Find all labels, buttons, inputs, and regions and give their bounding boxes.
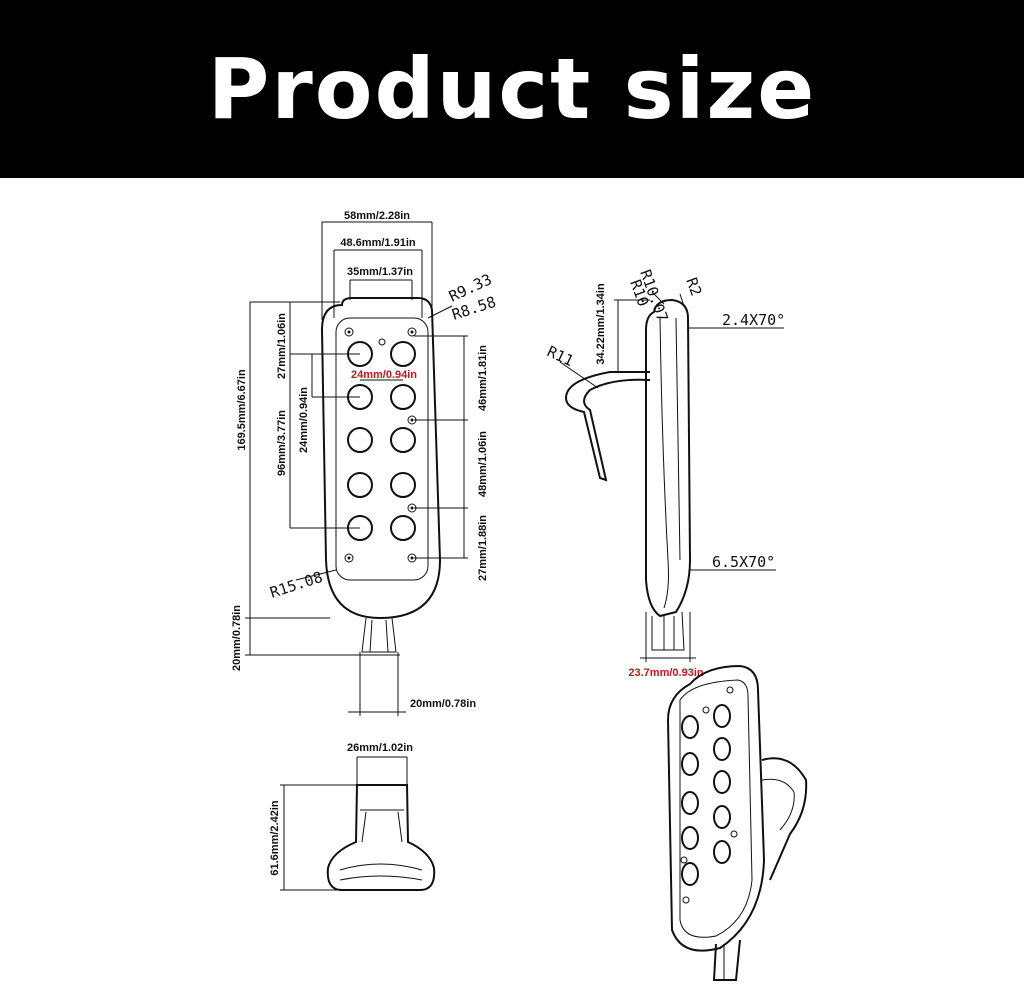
- dim-button-span: 96mm/3.77in: [276, 410, 288, 476]
- title-banner: Product size: [0, 0, 1024, 178]
- front-view: 58mm/2.28in 48.6mm/1.91in 35mm/1.37in R9…: [231, 210, 498, 716]
- button: [390, 384, 416, 410]
- dim-cable-width: 20mm/0.78in: [410, 698, 476, 710]
- dim-depth: 23.7mm/0.93in: [628, 667, 703, 679]
- dim-cable-length: 20mm/0.78in: [231, 605, 243, 671]
- perspective-view: [666, 664, 808, 981]
- radius-label-r2: R2: [682, 275, 705, 298]
- dim-bottom-height: 61.6mm/2.42in: [269, 800, 281, 875]
- radius-label-clip: R11: [544, 342, 576, 370]
- perspective-body: [666, 664, 766, 952]
- screw-holes: [344, 327, 417, 563]
- dim-overall-length: 169.5mm/6.67in: [236, 369, 248, 451]
- chamfer-bottom: 6.5X70°: [712, 553, 775, 571]
- perspective-buttons: [680, 686, 738, 904]
- button: [347, 472, 373, 498]
- button: [390, 341, 416, 367]
- dim-right-mid: 48mm/1.06in: [477, 431, 489, 497]
- dim-top-offset: 27mm/1.06in: [276, 313, 288, 379]
- button-panel: [335, 317, 429, 581]
- dim-width-inner: 48.6mm/1.91in: [340, 237, 415, 249]
- plug-outline: [326, 784, 436, 891]
- button: [347, 427, 373, 453]
- cable-stub: [361, 617, 397, 653]
- dim-button-pitch-v: 24mm/0.94in: [298, 387, 310, 453]
- radius-label-bottom: R15.08: [268, 568, 325, 602]
- remote-body-outline: [320, 297, 442, 620]
- dim-button-pitch-h: 24mm/0.94in: [351, 369, 417, 381]
- clip-outline: [564, 371, 651, 482]
- bottom-view: 26mm/1.02in 61.6mm/2.42in: [269, 742, 436, 891]
- side-view: R11 R10.07 R10 R2 34.22mm/1.34in 2.4X70°…: [544, 267, 785, 679]
- button: [390, 515, 416, 541]
- button: [390, 427, 416, 453]
- buttons-grid: [347, 341, 416, 541]
- dim-right-bottom: 27mm/1.88in: [477, 515, 489, 581]
- chamfer-top: 2.4X70°: [722, 311, 785, 329]
- technical-drawing: 58mm/2.28in 48.6mm/1.91in 35mm/1.37in R9…: [231, 210, 808, 981]
- dim-width-overall: 58mm/2.28in: [344, 210, 410, 222]
- dim-width-top: 35mm/1.37in: [347, 266, 413, 278]
- button: [390, 472, 416, 498]
- dim-bottom-width: 26mm/1.02in: [347, 742, 413, 754]
- dim-right-top: 46mm/1.81in: [477, 345, 489, 411]
- side-body-outline: [645, 298, 692, 618]
- dim-clip-height: 34.22mm/1.34in: [595, 283, 607, 365]
- page-title: Product size: [207, 40, 817, 138]
